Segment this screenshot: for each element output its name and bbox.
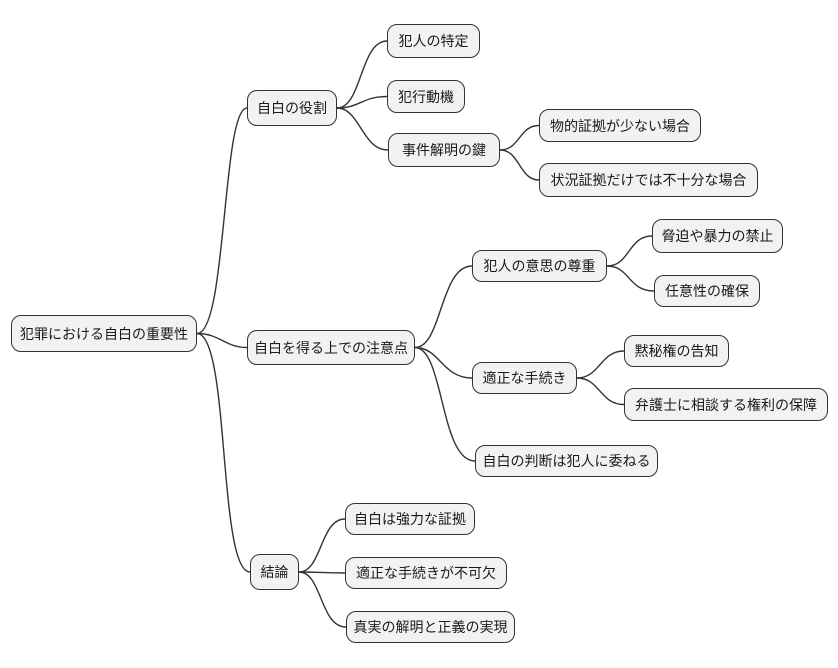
edge-procedure-to-silence-notice [576,350,625,379]
edge-precautions-to-decision-left [414,346,476,462]
edge-respect-to-voluntariness [606,265,655,292]
edge-conclusion-to-procedure-essential [298,571,346,574]
node-lawyer-consultation-right: 弁護士に相談する権利の保障 [624,388,828,421]
node-ensure-voluntariness: 任意性の確保 [654,275,760,307]
edge-precautions-to-proper-procedure [414,346,473,379]
node-confession-role: 自白の役割 [247,90,337,126]
node-proper-procedure-essential: 適正な手続きが不可欠 [345,557,507,589]
node-confession-powerful-evidence: 自白は強力な証拠 [345,503,475,535]
edge-conclusion-to-truth-justice [298,571,347,628]
node-respect-criminal-will: 犯人の意思の尊重 [472,250,607,282]
node-insufficient-circumstantial-evidence: 状況証拠だけでは不十分な場合 [539,163,758,197]
edge-root-to-precautions [196,332,248,349]
edge-root-to-conclusion [196,332,251,573]
node-criminal-identification: 犯人の特定 [387,24,480,58]
edge-key-to-little-physical-evidence [499,124,540,151]
node-proper-procedure: 適正な手続き [472,362,577,394]
node-little-physical-evidence: 物的証拠が少ない場合 [539,109,701,142]
edge-role-to-crime-motive [336,95,388,109]
edge-role-to-case-solving-key [336,107,389,151]
node-precautions-obtaining-confession: 自白を得る上での注意点 [247,330,415,365]
node-right-to-silence-notice: 黙秘権の告知 [624,335,729,367]
edge-root-to-confession-role [196,107,248,335]
node-confession-decision-left-to-criminal: 自白の判断は犯人に委ねる [475,445,658,477]
edge-role-to-criminal-identification [336,40,388,109]
node-truth-and-justice: 真実の解明と正義の実現 [346,611,515,643]
edge-key-to-insufficient-circumstantial [499,149,540,181]
edge-respect-to-prohibit-threats [606,235,653,267]
node-root: 犯罪における自白の重要性 [11,315,197,352]
edge-procedure-to-lawyer-right [576,377,625,406]
node-prohibit-threats-violence: 脅迫や暴力の禁止 [652,219,783,253]
edge-precautions-to-respect-will [414,265,473,349]
node-crime-motive: 犯行動機 [387,80,465,113]
node-case-solving-key: 事件解明の鍵 [388,133,500,167]
edge-conclusion-to-powerful-evidence [298,518,346,573]
node-conclusion: 結論 [250,554,299,590]
